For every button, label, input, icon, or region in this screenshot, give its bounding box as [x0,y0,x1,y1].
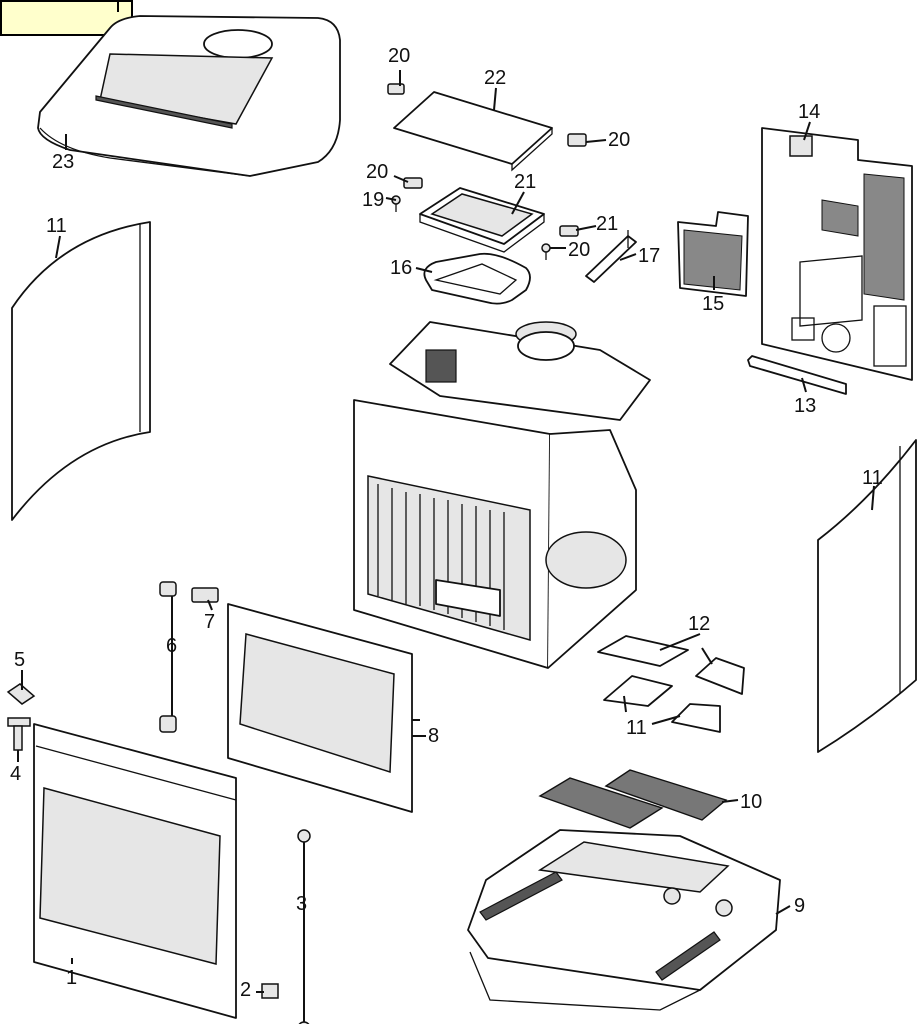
callout-9: 9 [794,895,805,917]
callout-11-left: 11 [46,215,67,237]
callout-1: 1 [66,967,77,989]
part-20-fittings [387,83,587,237]
callout-3: 3 [296,893,307,915]
callout-12: 11 [626,717,647,739]
callout-17: 16 [390,257,412,279]
callout-2: 2 [240,979,251,1001]
callout-14: 13 [794,395,816,417]
part-3-rod [297,829,311,1024]
callout-11-right: 11 [862,467,883,489]
part-1-front-panel [33,723,237,1019]
part-12-13-plates [597,635,745,733]
part-10-grates [538,769,728,829]
callout-19-right: 20 [568,239,590,261]
callout-21: 21 [514,171,536,193]
part-2-bracket [261,983,279,999]
callout-labels: 23 20 22 20 20 19 21 21 20 16 17 15 14 1… [10,45,883,1001]
part-14-rail [747,355,847,395]
corner-tag-mark [117,2,119,12]
part-9-base [467,829,781,1011]
callout-7: 7 [204,611,215,633]
part-4-bracket [7,717,31,751]
firebox-assembly [353,321,651,669]
part-18-bracket [585,230,637,283]
callout-20-mid: 21 [596,213,618,235]
callout-13: 12 [688,613,710,635]
corner-tag [0,0,133,36]
callout-5: 5 [14,649,25,671]
callout-15: 14 [798,101,820,123]
callout-18: 17 [638,245,660,267]
part-21-tray [419,187,545,253]
part-5-clip [6,683,36,705]
part-11-side-panel-left [11,221,151,521]
callout-19-left: 19 [362,189,384,211]
part-15-back-panel [761,127,913,381]
part-6-hinge-rod [159,581,177,733]
callout-20-right: 20 [608,129,630,151]
part-7-latch [191,587,219,603]
callout-23: 23 [52,151,74,173]
callout-10: 10 [740,791,762,813]
part-22-plate [393,91,553,172]
leader-lines [17,70,875,993]
part-11-side-panel-right [817,439,917,753]
callout-20-top: 20 [388,45,410,67]
part-16-grille-panel [677,211,749,297]
callout-8: 8 [428,725,439,747]
part-17-gasket [423,252,531,305]
callout-16: 15 [702,293,724,315]
callout-4: 4 [10,763,21,785]
callout-20-left: 20 [366,161,388,183]
callout-22: 22 [484,67,506,89]
part-8-door [227,603,420,813]
part-23-top-cover [37,15,341,177]
callout-6: 6 [166,635,177,657]
